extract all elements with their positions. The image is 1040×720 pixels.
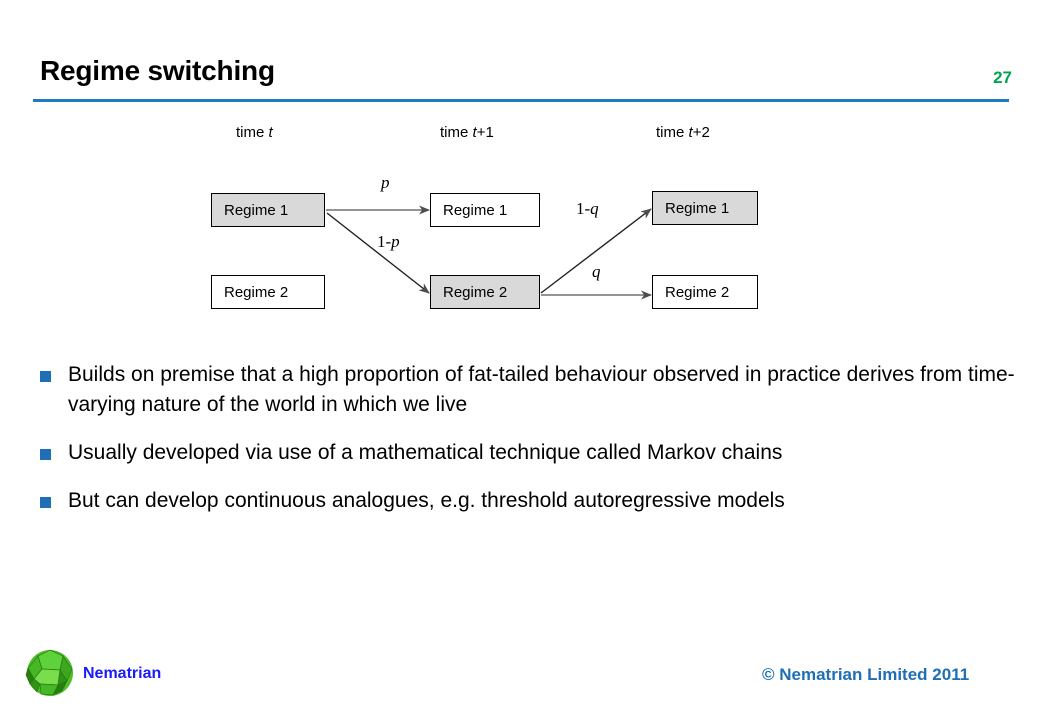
slide-footer: Nematrian © Nematrian Limited 2011	[0, 640, 1040, 720]
page-number: 27	[993, 68, 1012, 87]
list-item: Usually developed via use of a mathemati…	[0, 438, 1028, 468]
copyright-notice: © Nematrian Limited 2011	[762, 665, 970, 684]
regime-box-t1-regime-1[interactable]: Regime 1	[430, 193, 540, 227]
transition-arrows	[326, 205, 652, 300]
slide-header: Regime switching 27	[0, 0, 1040, 105]
polyhedron-icon	[25, 649, 73, 696]
regime-box-t2-regime-2[interactable]: Regime 2	[652, 275, 758, 309]
transition-label-1-p: 1-p	[377, 232, 400, 251]
bullet-text: But can develop continuous analogues, e.…	[68, 489, 785, 512]
transition-label-q: q	[592, 262, 601, 281]
bullet-text: Usually developed via use of a mathemati…	[68, 441, 783, 464]
title-divider	[33, 99, 1009, 102]
time-label-t-plus-1: time t+1	[440, 124, 494, 141]
transition-label-1-q: 1-q	[576, 199, 599, 218]
bullet-square-icon	[40, 449, 51, 460]
list-item: But can develop continuous analogues, e.…	[0, 486, 1028, 516]
time-label-t-plus-2: time t+2	[656, 124, 710, 141]
bullet-square-icon	[40, 371, 51, 382]
bullet-list: Builds on premise that a high proportion…	[0, 360, 1040, 534]
page-title: Regime switching	[40, 55, 275, 86]
bullet-square-icon	[40, 497, 51, 508]
brand-name: Nematrian	[83, 665, 162, 682]
regime-box-t-regime-1[interactable]: Regime 1	[211, 193, 325, 227]
regime-switching-diagram: time t time t+1 time t+2 Regime 1 Regime…	[0, 105, 1040, 350]
regime-box-t-regime-2[interactable]: Regime 2	[211, 275, 325, 309]
transition-label-p: p	[381, 173, 390, 192]
time-label-t: time t	[236, 124, 273, 141]
regime-box-t2-regime-1[interactable]: Regime 1	[652, 191, 758, 225]
regime-box-t1-regime-2[interactable]: Regime 2	[430, 275, 540, 309]
list-item: Builds on premise that a high proportion…	[0, 360, 1028, 420]
bullet-text: Builds on premise that a high proportion…	[68, 363, 1015, 416]
